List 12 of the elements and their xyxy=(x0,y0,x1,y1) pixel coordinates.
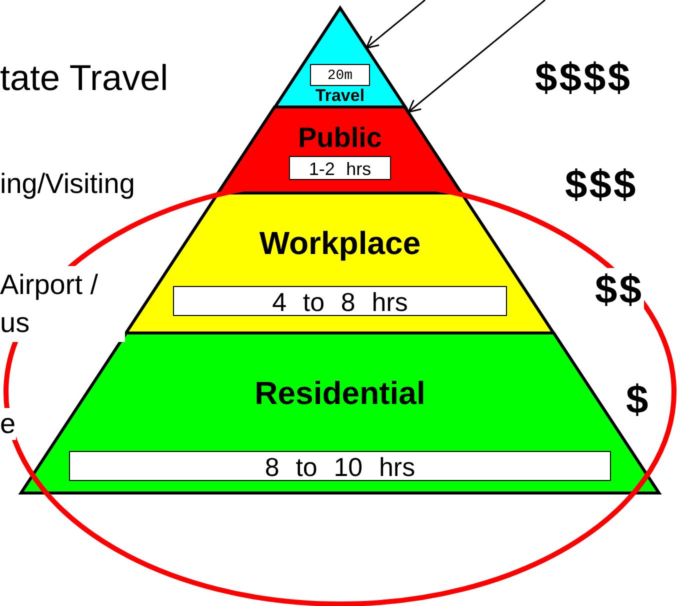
arrow xyxy=(408,0,546,113)
tier-label: Residential xyxy=(254,374,426,413)
tier-label: Travel xyxy=(314,86,366,106)
tier-label: Public xyxy=(296,121,383,155)
tier-label: Workplace xyxy=(258,224,422,263)
arrow xyxy=(366,0,426,49)
duration-label: 4 to 8 hrs xyxy=(172,286,507,316)
duration-label: 8 to 10 hrs xyxy=(69,451,611,481)
side-label: Airport / us xyxy=(0,266,125,342)
side-label: e xyxy=(0,408,16,440)
duration-label: 1-2 hrs xyxy=(288,156,391,180)
duration-label: 20m xyxy=(310,64,370,86)
